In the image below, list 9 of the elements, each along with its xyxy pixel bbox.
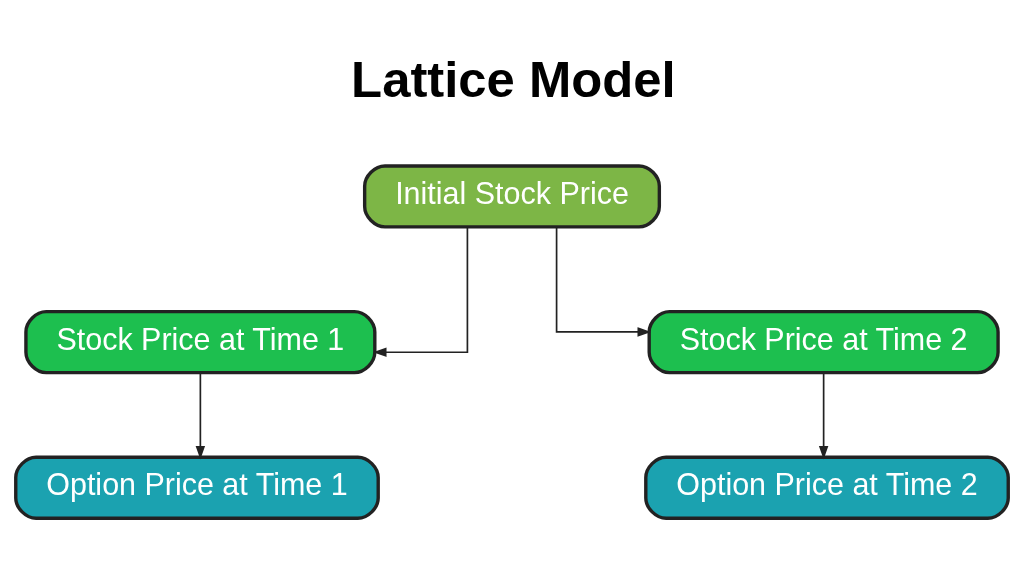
- arrow: [818, 372, 829, 460]
- node-box: Initial Stock Price: [362, 164, 662, 229]
- arrow: [195, 372, 206, 460]
- diagram-title: Lattice Model: [351, 50, 676, 108]
- node-box: Stock Price at Time 2: [647, 309, 1000, 375]
- node-box: Option Price at Time 2: [644, 455, 1010, 520]
- arrow: [372, 226, 469, 357]
- node-box: Stock Price at Time 1: [24, 309, 377, 375]
- node-box: Option Price at Time 1: [14, 455, 380, 520]
